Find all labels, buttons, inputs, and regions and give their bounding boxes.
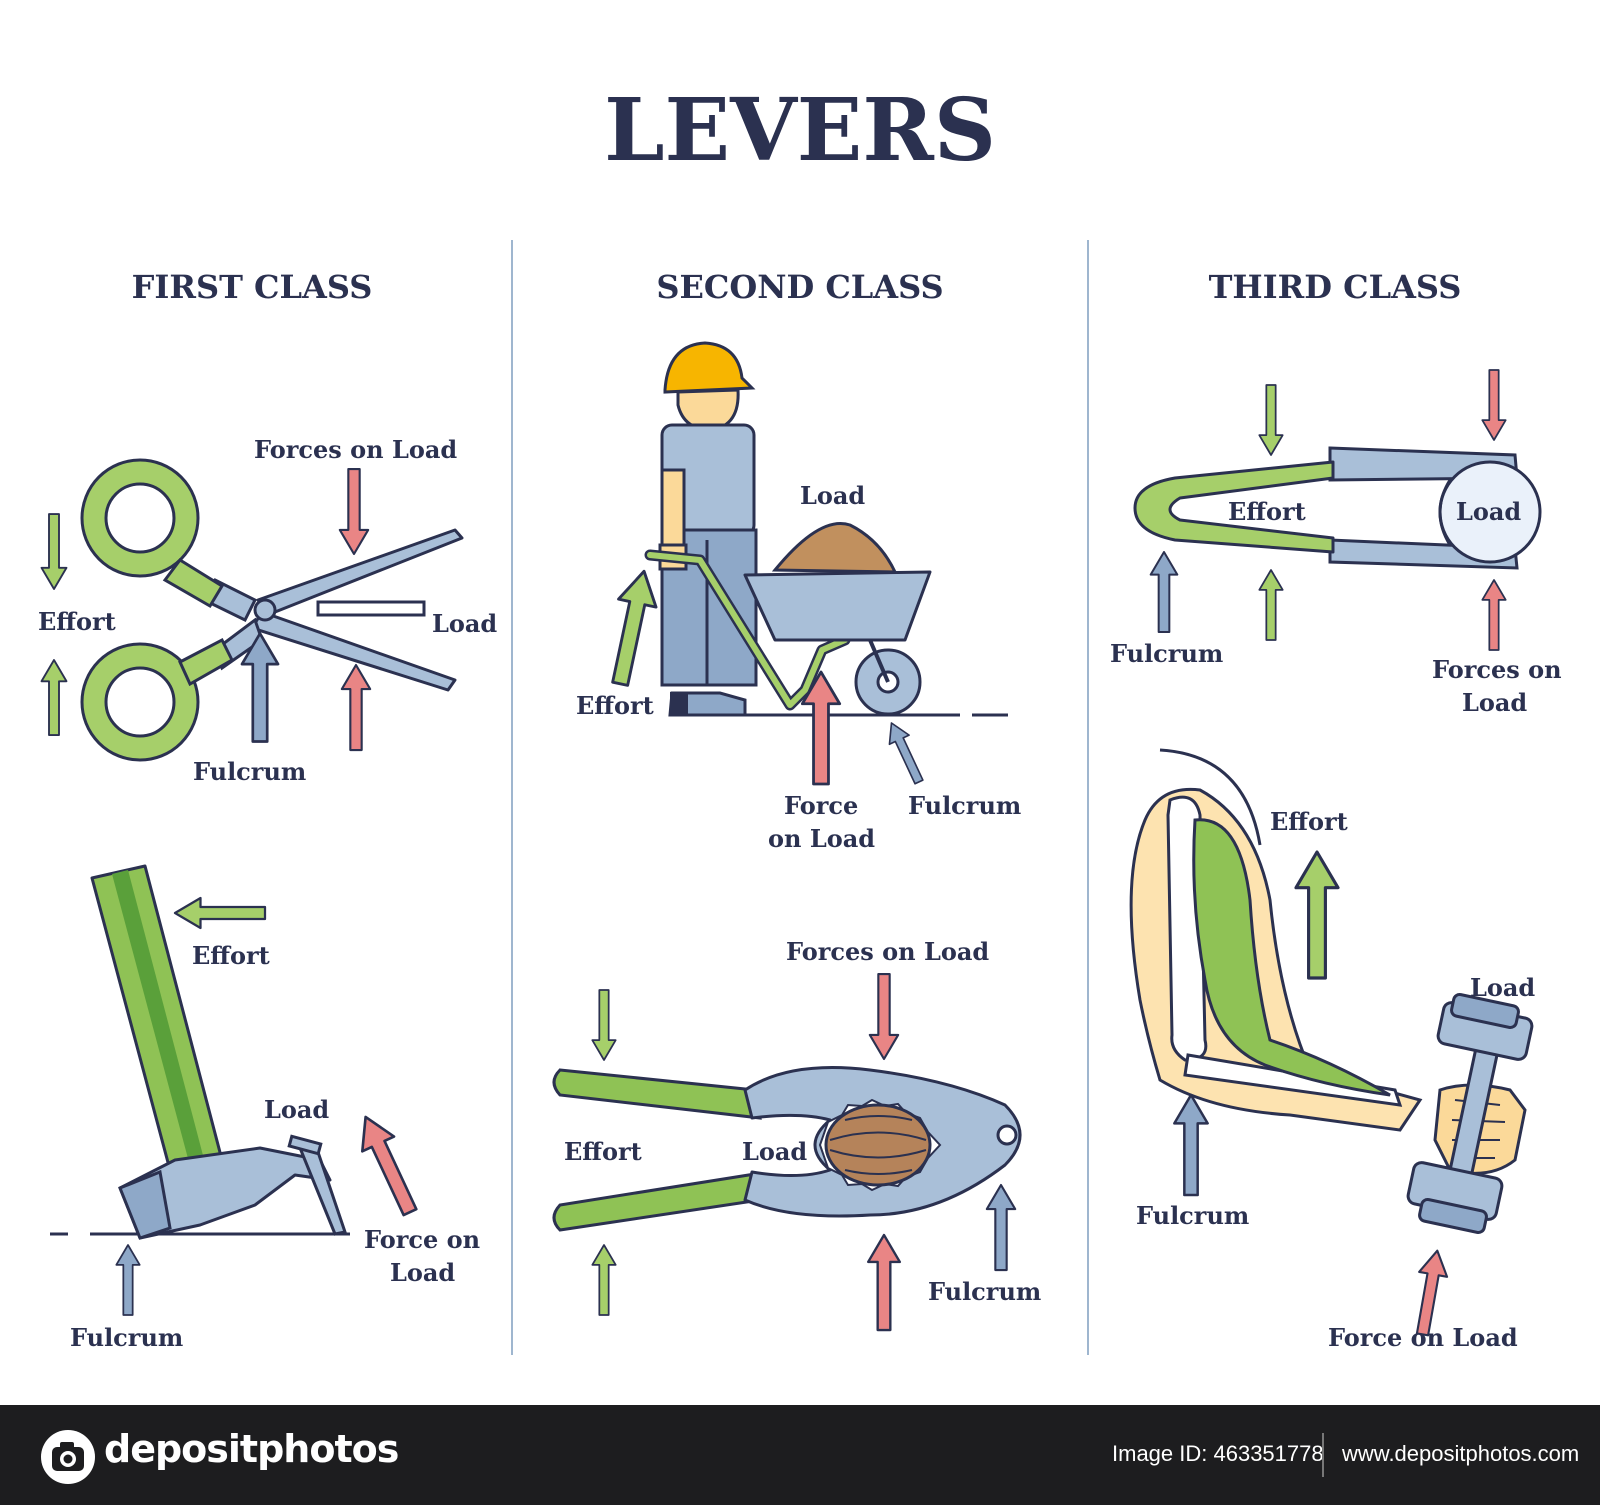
effort-arrow-up-icon xyxy=(1257,568,1285,642)
effort-arrow-down-icon xyxy=(591,988,617,1062)
effort-arrow-down-icon xyxy=(40,512,68,591)
hammer-load-label: Load xyxy=(264,1095,330,1124)
hammer-force-on-load-label-line2: Load xyxy=(390,1258,456,1287)
load-arrow-down-icon xyxy=(1480,368,1508,442)
hammer-illustration xyxy=(50,864,350,1240)
column-divider-left xyxy=(511,240,513,1355)
effort-arrow-down-icon xyxy=(1257,383,1285,457)
column-divider-right xyxy=(1087,240,1089,1355)
footer-bar: depositphotos Image ID: 463351778 www.de… xyxy=(0,1405,1600,1505)
arm-illustration xyxy=(1129,748,1534,1235)
first-class-heading: FIRST CLASS xyxy=(131,268,373,306)
fulcrum-arrow-icon xyxy=(1172,1093,1210,1197)
arm-fulcrum-label: Fulcrum xyxy=(1136,1201,1250,1230)
load-arrow-up-icon xyxy=(1480,578,1508,652)
wheelbarrow-fulcrum-label: Fulcrum xyxy=(908,791,1022,820)
effort-arrow-left-icon xyxy=(173,896,267,930)
camera-logo-icon xyxy=(41,1430,95,1484)
wheelbarrow-illustration xyxy=(644,522,1008,717)
tongs-forces-on-load-label-line2: Load xyxy=(1462,688,1528,717)
scissors-illustration xyxy=(80,458,464,762)
nutcracker-effort-label: Effort xyxy=(564,1137,642,1166)
fulcrum-arrow-icon xyxy=(1149,550,1179,634)
load-arrow-up-icon xyxy=(340,663,372,752)
arm-force-on-load-label: Force on Load xyxy=(1328,1323,1518,1352)
load-arrow-up-icon xyxy=(866,1233,902,1332)
wheelbarrow-effort-label: Effort xyxy=(576,691,654,720)
footer-divider xyxy=(1322,1433,1324,1477)
tongs-illustration xyxy=(1133,446,1542,570)
third-class-heading: THIRD CLASS xyxy=(1208,268,1462,306)
scissors-forces-on-load-label: Forces on Load xyxy=(254,435,458,464)
fulcrum-arrow-icon xyxy=(985,1183,1017,1272)
arm-effort-label: Effort xyxy=(1270,807,1348,836)
nutcracker-load-label: Load xyxy=(742,1137,808,1166)
second-class-heading: SECOND CLASS xyxy=(656,268,944,306)
wheelbarrow-load-label: Load xyxy=(800,481,866,510)
scissors-fulcrum-label: Fulcrum xyxy=(193,757,307,786)
load-arrow-down-icon xyxy=(338,467,370,556)
scissors-effort-label: Effort xyxy=(38,607,116,636)
scissors-load-label: Load xyxy=(432,609,498,638)
hammer-force-on-load-label-line1: Force on xyxy=(364,1225,481,1254)
effort-arrow-icon xyxy=(599,565,665,690)
wheelbarrow-force-on-load-label-line1: Force xyxy=(784,791,859,820)
tongs-forces-on-load-label-line1: Forces on xyxy=(1432,655,1562,684)
arm-load-label: Load xyxy=(1470,973,1536,1002)
tongs-load-label: Load xyxy=(1456,497,1522,526)
nutcracker-illustration xyxy=(552,1066,1022,1232)
fulcrum-arrow-icon xyxy=(115,1243,141,1317)
levers-illustration xyxy=(40,341,1542,1339)
load-arrow-down-icon xyxy=(868,972,900,1061)
load-arrow-icon xyxy=(348,1108,428,1221)
hammer-fulcrum-label: Fulcrum xyxy=(70,1323,184,1352)
effort-arrow-up-icon xyxy=(40,658,68,737)
image-id: Image ID: 463351778 xyxy=(1112,1441,1324,1466)
brand-name[interactable]: depositphotos xyxy=(104,1427,399,1471)
fulcrum-arrow-icon xyxy=(880,717,931,788)
effort-arrow-up-icon xyxy=(591,1243,617,1317)
tongs-fulcrum-label: Fulcrum xyxy=(1110,639,1224,668)
effort-arrow-icon xyxy=(1294,850,1340,980)
worker-illustration xyxy=(658,341,758,717)
site-link[interactable]: www.depositphotos.com xyxy=(1342,1441,1580,1466)
nutcracker-forces-on-load-label: Forces on Load xyxy=(786,937,990,966)
nutcracker-fulcrum-label: Fulcrum xyxy=(928,1277,1042,1306)
hammer-effort-label: Effort xyxy=(192,941,270,970)
page-title: LEVERS xyxy=(604,80,996,181)
tongs-effort-label: Effort xyxy=(1228,497,1306,526)
wheelbarrow-force-on-load-label-line2: on Load xyxy=(768,824,876,853)
